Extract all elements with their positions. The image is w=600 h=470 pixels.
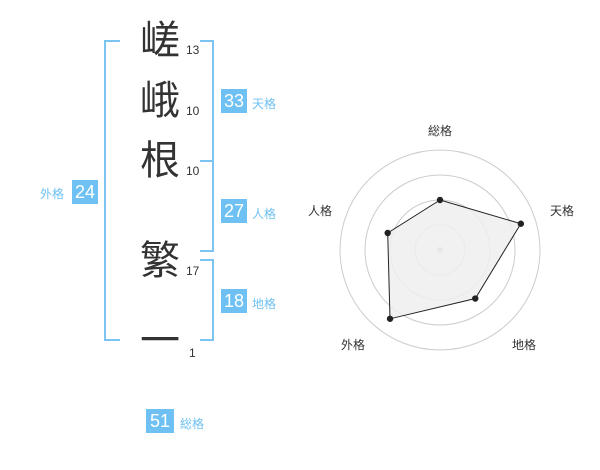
radar-label-gaikaku: 外格	[341, 338, 366, 352]
stroke-count-4: 17	[186, 264, 200, 278]
name-char-1: 嵯	[140, 18, 180, 64]
radar-label-jinkaku: 人格	[308, 204, 333, 218]
stroke-count-3: 10	[186, 164, 200, 178]
chikaku-value: 18	[221, 289, 247, 313]
radar-grid-ring-1	[339, 149, 541, 351]
radar-label-tenkaku: 天格	[550, 204, 575, 218]
radar-grid-ring-2	[364, 174, 516, 326]
gaikaku-bracket	[104, 40, 120, 341]
chikaku-bracket	[200, 259, 214, 341]
chikaku-label: 地格	[252, 297, 277, 311]
radar-point-1	[436, 196, 444, 204]
radar-label-chikaku: 地格	[512, 338, 537, 352]
stroke-count-2: 10	[186, 104, 200, 118]
radar-point-5	[384, 229, 391, 237]
stroke-count-5: 1	[189, 346, 196, 360]
name-char-4: 繁	[140, 238, 180, 284]
gaikaku-label: 外格	[40, 187, 65, 201]
jinkaku-bracket	[200, 160, 214, 252]
soukaku-label: 総格	[180, 417, 205, 431]
soukaku-value: 51	[146, 409, 174, 433]
stroke-count-1: 13	[186, 43, 200, 57]
radar-point-3	[472, 295, 479, 302]
tenkaku-label: 天格	[252, 97, 277, 111]
gaikaku-value: 24	[72, 180, 98, 204]
name-char-2: 峨	[140, 78, 180, 124]
name-char-5: 一	[140, 318, 180, 364]
name-char-3: 根	[140, 138, 180, 184]
radar-polygon	[387, 199, 522, 320]
jinkaku-label: 人格	[252, 207, 277, 221]
radar-label-soukaku: 総格	[428, 124, 453, 138]
radar-point-2	[517, 220, 525, 227]
jinkaku-value: 27	[221, 199, 247, 223]
radar-point-4	[386, 315, 394, 322]
tenkaku-value: 33	[221, 89, 247, 113]
